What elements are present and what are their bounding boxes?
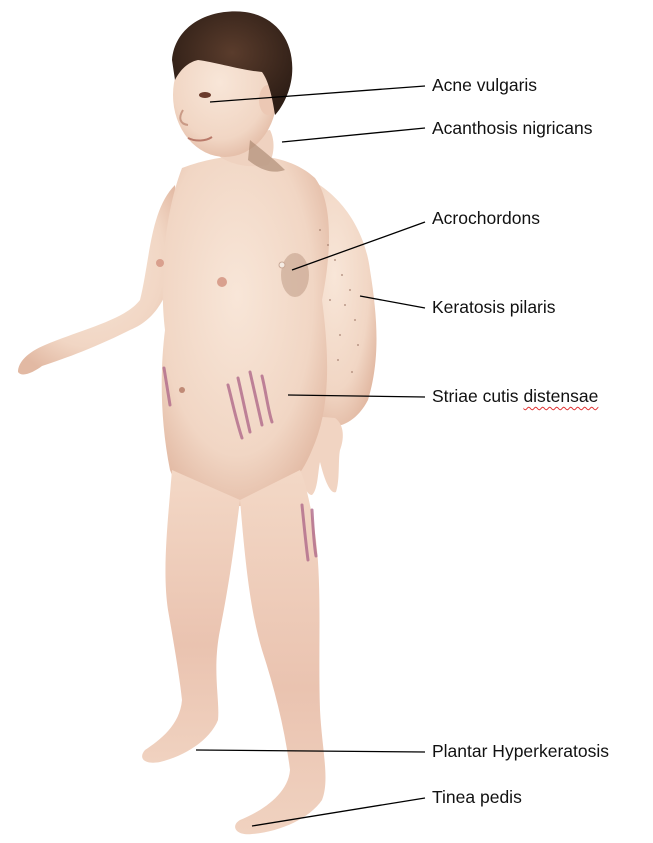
label-striae: Striae cutis distensae — [432, 388, 598, 406]
label-striae-part2: distensae — [523, 386, 598, 406]
label-acne-vulgaris: Acne vulgaris — [432, 77, 537, 95]
navel — [179, 387, 185, 393]
label-plantar-hyperkeratosis: Plantar Hyperkeratosis — [432, 743, 609, 761]
torso — [162, 156, 329, 507]
leader-acanthosis — [282, 128, 425, 142]
body-figure — [18, 11, 377, 834]
label-keratosis-pilaris: Keratosis pilaris — [432, 299, 556, 317]
left-leg — [142, 470, 240, 763]
label-acrochordons: Acrochordons — [432, 210, 540, 228]
nipple-left — [156, 259, 164, 267]
axilla-shade — [281, 253, 309, 297]
label-acanthosis-nigricans: Acanthosis nigricans — [432, 120, 593, 138]
eye — [199, 92, 211, 98]
label-striae-part1: Striae cutis — [432, 386, 523, 406]
label-tinea-pedis: Tinea pedis — [432, 789, 522, 807]
nipple-right — [217, 277, 227, 287]
acrochordon-nodule — [279, 262, 285, 268]
left-arm — [18, 185, 180, 374]
